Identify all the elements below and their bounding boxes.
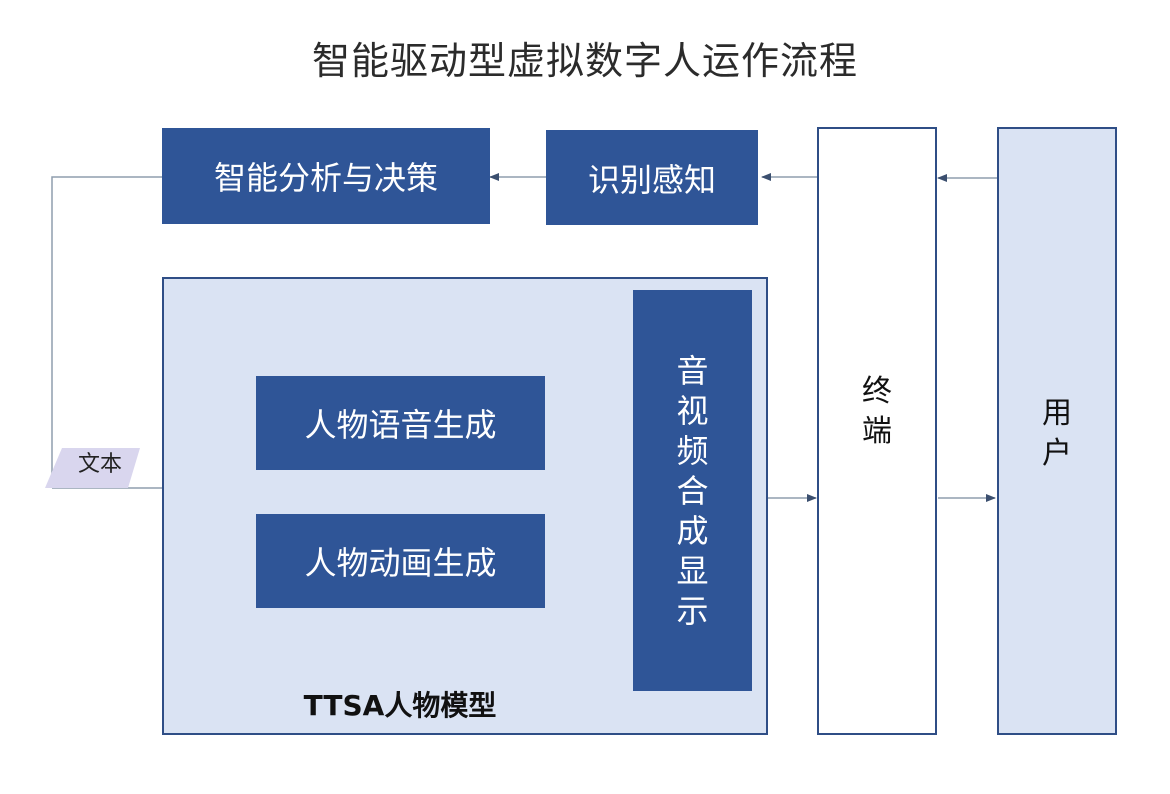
- animation-generation-block: 人物动画生成: [256, 514, 545, 608]
- user-block: [997, 127, 1117, 735]
- av-synthesis-block: 音 视 频 合 成 显 示: [633, 290, 752, 691]
- analysis-decision-label: 智能分析与决策: [213, 159, 438, 197]
- text-input-label: 文本: [78, 452, 123, 477]
- user-label: 用 户: [1042, 396, 1072, 471]
- edge-analysis-to-text: [51, 176, 162, 488]
- terminal-label: 终 端: [862, 374, 892, 449]
- perception-block: 识别感知: [546, 130, 758, 225]
- voice-generation-block: 人物语音生成: [256, 376, 545, 470]
- ttsa-label: TTSA人物模型: [303, 689, 497, 722]
- text-input-shape: [45, 448, 140, 488]
- perception-label: 识别感知: [587, 160, 716, 199]
- analysis-decision-block: 智能分析与决策: [162, 128, 490, 224]
- animation-generation-label: 人物动画生成: [304, 544, 497, 582]
- diagram-title: 智能驱动型虚拟数字人运作流程: [311, 39, 858, 83]
- voice-generation-label: 人物语音生成: [304, 406, 497, 444]
- terminal-block: [817, 127, 937, 735]
- av-synthesis-label: 音 视 频 合 成 显 示: [676, 351, 709, 630]
